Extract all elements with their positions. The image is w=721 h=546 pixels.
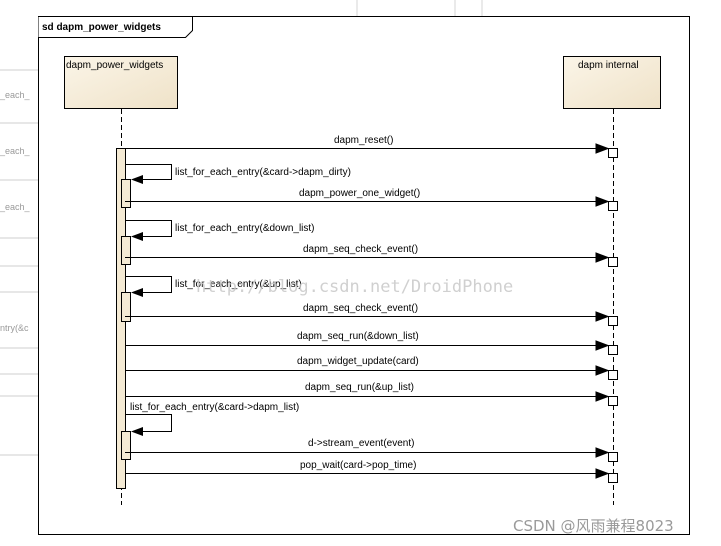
watermark-text: http://blog.csdn.net/DroidPhone [196, 277, 514, 297]
background-clipped-label: _each_ [0, 202, 30, 212]
self-message-loops [125, 164, 172, 432]
call-arrows [125, 143, 610, 479]
message-label: d->stream_event(event) [308, 438, 415, 449]
frame-title: sd dapm_power_widgets [42, 22, 161, 33]
lifeline-head-dapm-power-widgets [64, 56, 178, 109]
message-label: dapm_reset() [334, 135, 394, 146]
lifeline-name-dapm-internal: dapm internal [578, 60, 639, 71]
lifeline-head-dapm-internal [563, 56, 661, 109]
self-message-arrowheads [131, 175, 143, 436]
message-label: dapm_power_one_widget() [299, 188, 421, 199]
message-label: list_for_each_entry(&up_list) [175, 279, 302, 290]
message-label: list_for_each_entry(&card->dapm_list) [130, 402, 300, 413]
target-activation-squares [608, 148, 618, 483]
message-label: list_for_each_entry(&card->dapm_dirty) [175, 167, 351, 178]
message-label: list_for_each_entry(&down_list) [175, 223, 315, 234]
csdn-credit: CSDN @风雨兼程8023 [513, 517, 674, 535]
message-label: dapm_seq_check_event() [303, 303, 419, 314]
activation-bar-nested-4 [121, 431, 131, 460]
activation-bar-nested-2 [121, 236, 131, 265]
background-clipped-label: ntry(&c [0, 323, 29, 333]
background-window-strip [0, 69, 38, 456]
lifeline-name-dapm-power-widgets: dapm_power_widgets [66, 60, 164, 71]
message-label: dapm_seq_check_event() [303, 244, 419, 255]
background-window-top-tabs [356, 0, 483, 16]
frame-title-tab [38, 16, 193, 38]
message-label: pop_wait(card->pop_time) [300, 460, 417, 471]
background-clipped-label: _each_ [0, 146, 30, 156]
message-label: dapm_seq_run(&down_list) [297, 331, 419, 342]
message-label: dapm_seq_run(&up_list) [305, 382, 414, 393]
message-label: dapm_widget_update(card) [297, 356, 419, 367]
frame-border [38, 16, 690, 535]
activation-bar-nested-3 [121, 292, 131, 322]
activation-bar-nested-1 [121, 179, 131, 208]
background-clipped-label: _each_ [0, 90, 30, 100]
